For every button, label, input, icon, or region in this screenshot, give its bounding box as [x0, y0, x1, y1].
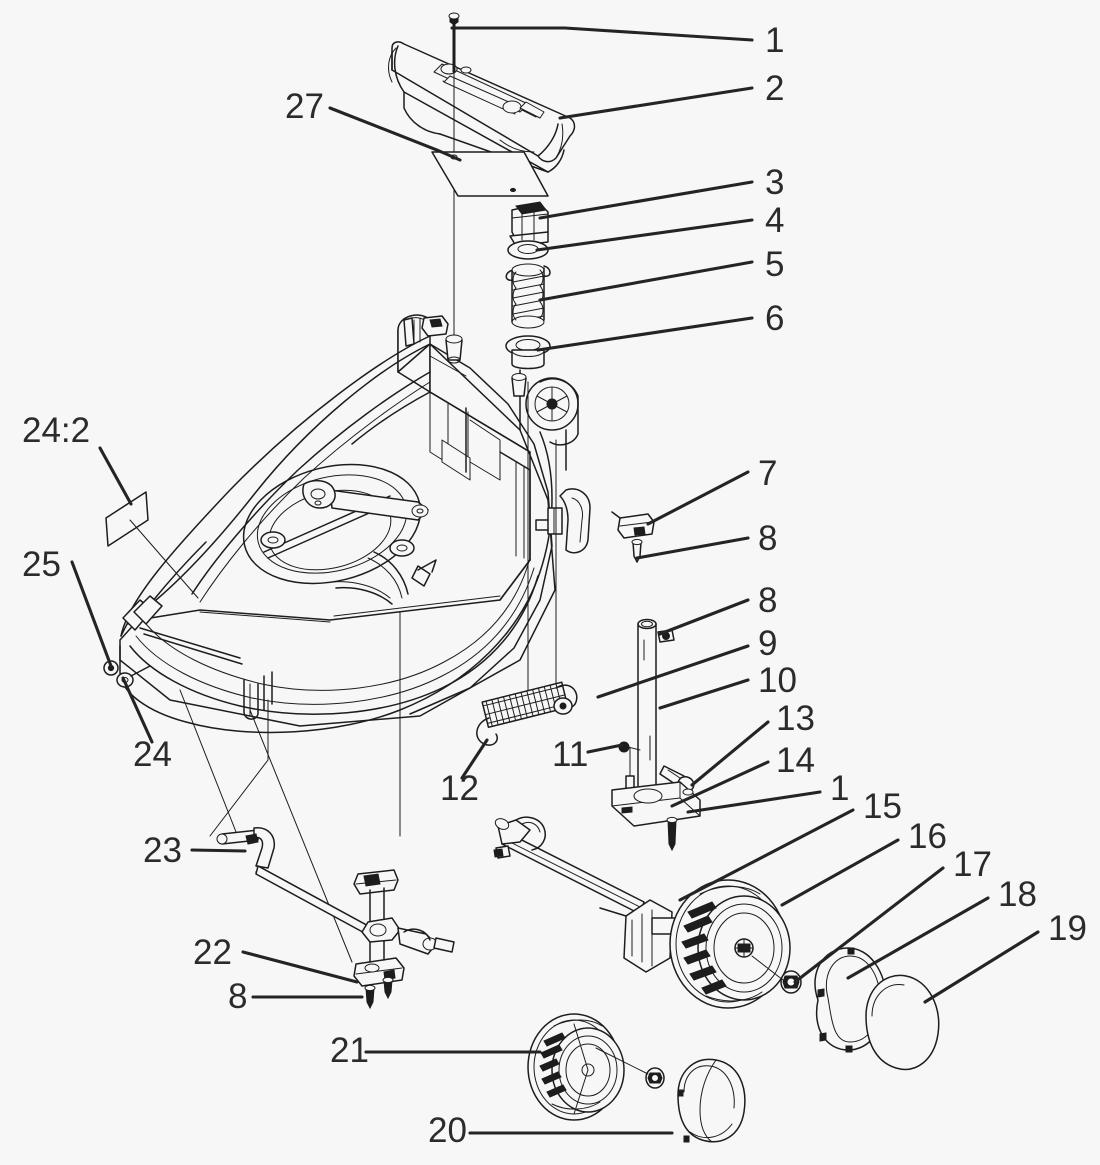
part-axle-plate-14 [611, 781, 701, 827]
part-heat-shield-plate [431, 151, 549, 197]
leader-line-24-2 [98, 446, 133, 506]
leader-line-11 [586, 743, 624, 754]
callout-label-3[interactable]: 3 [765, 163, 784, 202]
leader-line-18 [846, 896, 990, 980]
callout-label-24-2[interactable]: 24:2 [22, 411, 90, 450]
callout-label-15[interactable]: 15 [863, 787, 902, 826]
part-bushing-lower [505, 335, 551, 370]
leader-line-8 [635, 536, 750, 560]
callout-label-1[interactable]: 1 [765, 21, 784, 60]
leader-line-6 [536, 316, 754, 352]
callout-label-8[interactable]: 8 [758, 519, 777, 558]
part-adjuster-lever-23 [216, 827, 373, 937]
callout-label-12[interactable]: 12 [440, 769, 479, 808]
callout-label-11[interactable]: 11 [552, 735, 588, 774]
leader-line-15 [678, 808, 855, 902]
leader-line-12 [460, 738, 489, 780]
callout-label-6[interactable]: 6 [765, 299, 784, 338]
callout-label-23[interactable]: 23 [143, 831, 182, 870]
part-washer-upper [507, 240, 549, 260]
part-hub-nut-17 [751, 955, 802, 994]
part-height-adjuster-knob [509, 201, 549, 247]
callout-label-18[interactable]: 18 [998, 875, 1037, 914]
part-front-axle-shaft [493, 816, 645, 915]
deck-hook-bracket [535, 488, 591, 554]
part-compression-spring [505, 263, 551, 329]
leader-line-16 [780, 838, 900, 907]
part-wheel-front-21 [527, 1013, 625, 1121]
part-bracket-7 [611, 511, 655, 539]
callout-label-10[interactable]: 10 [758, 661, 797, 700]
deck-pulley [525, 377, 579, 471]
part-hub-cap-20 [677, 1058, 746, 1143]
part-extension-spring-12 [476, 681, 578, 746]
callout-label-24[interactable]: 24 [133, 735, 172, 774]
leader-line-13 [690, 720, 770, 787]
leader-line-8 [658, 598, 750, 636]
callout-label-8[interactable]: 8 [758, 581, 777, 620]
callout-leader-lines [70, 26, 1040, 1135]
deck-post-right [511, 373, 527, 397]
deck-post-left [445, 334, 463, 364]
callout-label-9[interactable]: 9 [758, 624, 777, 663]
callout-label-4[interactable]: 4 [765, 201, 784, 240]
leader-line-17 [793, 866, 945, 984]
part-mower-deck [119, 314, 591, 963]
leader-line-1 [686, 790, 822, 814]
part-bolt-1-lower [666, 816, 678, 852]
leader-line-24 [121, 676, 154, 744]
leader-line-9 [596, 644, 750, 699]
callout-label-16[interactable]: 16 [908, 817, 947, 856]
leader-line-14 [670, 760, 770, 808]
part-decal-label [105, 491, 199, 599]
callout-label-25[interactable]: 25 [22, 545, 61, 584]
callout-label-5[interactable]: 5 [765, 245, 784, 284]
leader-line-23 [190, 848, 247, 853]
callout-label-2[interactable]: 2 [765, 69, 784, 108]
callout-label-20[interactable]: 20 [428, 1111, 467, 1150]
leader-line-2 [558, 86, 754, 120]
leader-line-10 [658, 678, 750, 710]
leader-line-1 [450, 26, 754, 42]
leader-line-22 [241, 950, 359, 984]
callout-label-21[interactable]: 21 [330, 1031, 369, 1070]
callout-label-13[interactable]: 13 [776, 699, 815, 738]
leader-line-7 [646, 470, 750, 526]
part-hub-cap-19 [865, 974, 940, 1071]
callout-label-17[interactable]: 17 [953, 845, 992, 884]
part-hub-nut-front [595, 1047, 665, 1089]
leader-line-27 [328, 106, 462, 162]
callout-label-7[interactable]: 7 [758, 454, 777, 493]
leader-line-19 [923, 930, 1040, 1004]
leader-line-3 [538, 180, 754, 220]
leader-line-25 [70, 560, 113, 668]
callout-label-14[interactable]: 14 [776, 741, 815, 780]
callout-label-8[interactable]: 8 [228, 977, 247, 1016]
callout-label-22[interactable]: 22 [193, 933, 232, 972]
callout-label-1[interactable]: 1 [830, 769, 849, 808]
part-wheel-rear-15 [669, 879, 791, 1009]
part-bolt-8c [364, 976, 394, 1010]
leader-line-5 [538, 260, 754, 302]
part-hinge-pin [116, 665, 151, 688]
callout-label-19[interactable]: 19 [1048, 909, 1087, 948]
part-height-rod [637, 618, 657, 823]
part-axle-bracket-22 [353, 869, 455, 987]
deck-hinge-cluster [403, 315, 449, 347]
callout-label-27[interactable]: 27 [285, 87, 324, 126]
leader-line-4 [535, 218, 754, 252]
